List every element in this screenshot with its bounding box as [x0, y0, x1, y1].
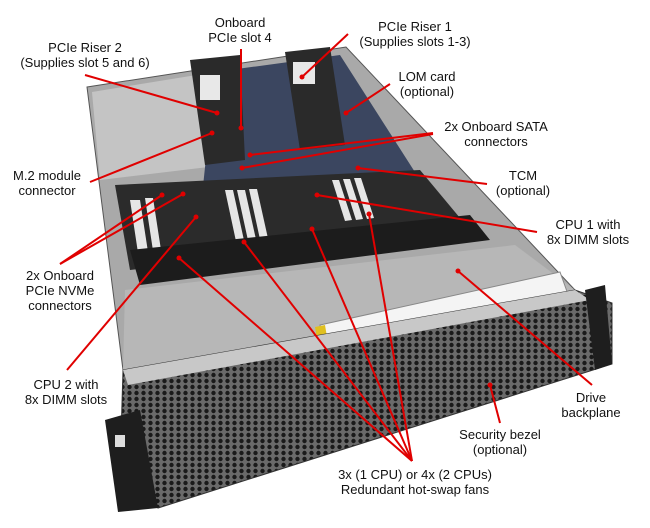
drive-bay [123, 245, 575, 370]
label-line: PCIe NVMe [25, 283, 95, 298]
label-line: connectors [464, 134, 528, 149]
label-pcie-riser1: PCIe Riser 1(Supplies slots 1-3) [359, 19, 470, 49]
arrow-fan-3 [311, 228, 413, 462]
rear-io-area [92, 72, 225, 180]
callout-arrows [59, 33, 593, 462]
arrow-bezel [489, 384, 501, 424]
label-line: 3x (1 CPU) or 4x (2 CPUs) [338, 467, 492, 482]
arrow-riser1 [301, 33, 349, 78]
arrow-nvme-a [59, 194, 163, 265]
label-line: TCM [508, 168, 538, 183]
label-security-bezel: Security bezel(optional) [459, 427, 541, 457]
arrow-lom [345, 83, 391, 114]
label-line: Redundant hot-swap fans [340, 482, 490, 497]
arrow-backplane [457, 270, 593, 386]
label-line: 2x Onboard SATA [444, 119, 548, 134]
arrow-sata-a [249, 132, 434, 156]
label-pcie-riser2: PCIe Riser 2(Supplies slot 5 and 6) [20, 40, 149, 70]
label-line: (optional) [472, 442, 528, 457]
arrow-heads [159, 74, 493, 388]
right-rack-handle [585, 285, 612, 370]
label-line: PCIe slot 4 [208, 30, 272, 45]
label-line: M.2 module [13, 168, 81, 183]
label-line: Drive [575, 390, 607, 405]
label-line: 8x DIMM slots [546, 232, 630, 247]
arrow-nvme-b [59, 193, 184, 265]
arrow-sata-b [241, 133, 434, 169]
label-lom-card: LOM card(optional) [398, 69, 455, 99]
arrow-cpu1 [316, 194, 538, 233]
label-line: (Supplies slots 1-3) [359, 34, 471, 49]
label-line: 8x DIMM slots [24, 392, 108, 407]
fan-row [130, 215, 490, 285]
label-line: connector [18, 183, 76, 198]
riser-label [293, 62, 315, 84]
label-line: PCIe Riser 1 [378, 19, 452, 34]
arrow-cpu2 [66, 216, 197, 371]
arrow-fan-4 [368, 213, 413, 462]
label-line: (optional) [495, 183, 551, 198]
label-line: backplane [561, 405, 621, 420]
arrow-m2 [89, 132, 213, 183]
label-line: PCIe Riser 2 [48, 40, 122, 55]
label-line: Security bezel [459, 427, 541, 442]
label-line: CPU 2 with [33, 377, 99, 392]
riser-label [200, 75, 220, 100]
label-line: 2x Onboard [26, 268, 94, 283]
label-tcm: TCM(optional) [496, 168, 550, 198]
arrow-fan-1 [178, 257, 413, 462]
bezel-top-rail [123, 290, 590, 385]
label-line: connectors [28, 298, 92, 313]
label-line: (optional) [399, 84, 455, 99]
label-line: (Supplies slot 5 and 6) [20, 55, 150, 70]
arrow-riser2 [84, 74, 218, 114]
label-fans: 3x (1 CPU) or 4x (2 CPUs)Redundant hot-s… [338, 467, 492, 497]
label-line: LOM card [398, 69, 456, 84]
arrow-tcm [357, 167, 488, 185]
arrow-fan-2 [243, 241, 413, 462]
label-line: Onboard [214, 15, 266, 30]
label-line: CPU 1 with [555, 217, 621, 232]
